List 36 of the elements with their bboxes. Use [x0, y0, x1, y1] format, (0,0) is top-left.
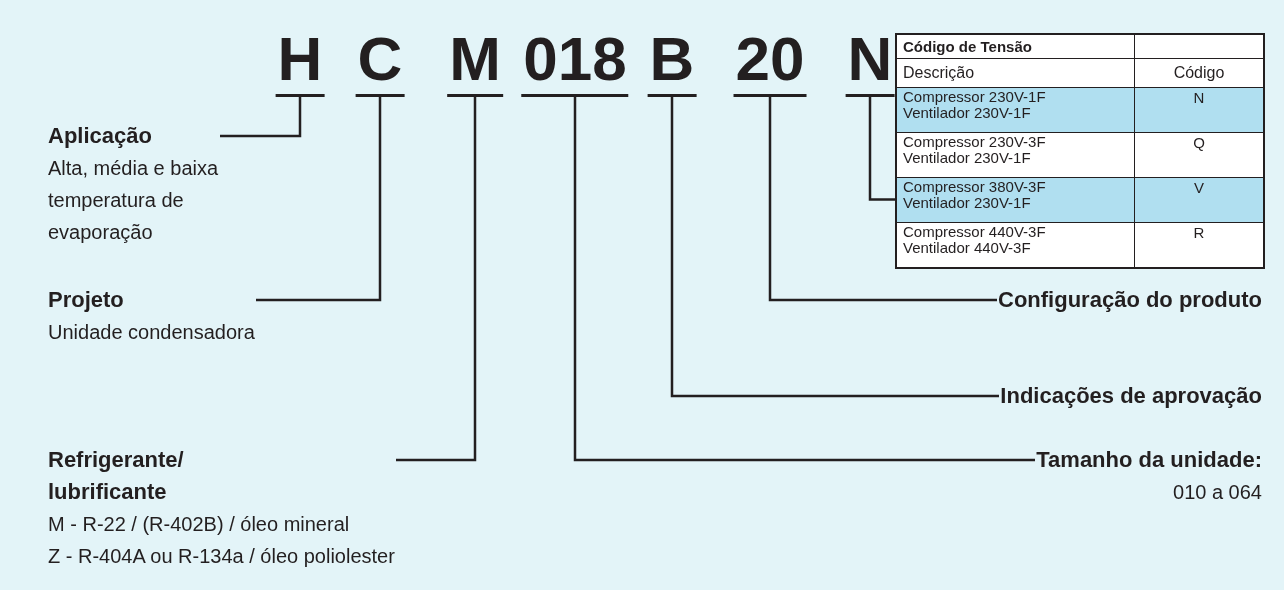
field-description: Z - R-404A ou R-134a / óleo poliolester: [48, 544, 396, 569]
voltage-code: N: [1193, 89, 1205, 106]
voltage-code: V: [1194, 179, 1204, 196]
field-description: Alta, média e baixa temperatura de evaporação: [48, 156, 220, 245]
field-heading: Projeto: [48, 286, 125, 314]
voltage-description: Compressor 230V-3F Ventilador 230V-1F: [903, 134, 1047, 166]
code-letter: 20: [733, 28, 807, 97]
field-heading: Configuração do produto: [997, 286, 1262, 314]
code-letter: B: [647, 28, 697, 97]
leader-line: [768, 97, 997, 302]
code-letter: H: [275, 28, 325, 97]
highlighted-row: [897, 177, 1263, 222]
leader-line: [868, 97, 897, 201]
field-heading: Tamanho da unidade:: [1035, 446, 1262, 474]
voltage-code: Q: [1193, 134, 1205, 151]
leader-line: [573, 97, 1035, 462]
field-heading: Aplicação: [48, 122, 153, 150]
highlighted-row: [897, 87, 1263, 132]
voltage-description: Compressor 380V-3F Ventilador 230V-1F: [903, 179, 1047, 211]
leader-line: [256, 97, 382, 302]
field-description: 010 a 064: [1172, 480, 1262, 505]
voltage-code: R: [1193, 224, 1205, 241]
voltage-description: Compressor 440V-3F Ventilador 440V-3F: [903, 224, 1047, 256]
code-letter: C: [355, 28, 405, 97]
code-letter: M: [447, 28, 503, 97]
column-heading: Descrição: [903, 65, 975, 81]
field-description: Unidade condensadora: [48, 320, 256, 345]
leader-line: [220, 97, 302, 138]
field-heading: Indicações de aprovação: [999, 382, 1262, 410]
leader-line: [396, 97, 477, 462]
leader-line: [670, 97, 999, 398]
field-description: M - R-22 / (R-402B) / óleo mineral: [48, 512, 351, 537]
voltage-description: Compressor 230V-1F Ventilador 230V-1F: [903, 89, 1047, 121]
table-title: Código de Tensão: [903, 39, 1032, 55]
code-letter: 018: [521, 28, 629, 97]
field-heading: Refrigerante/ lubrificante: [48, 446, 185, 506]
